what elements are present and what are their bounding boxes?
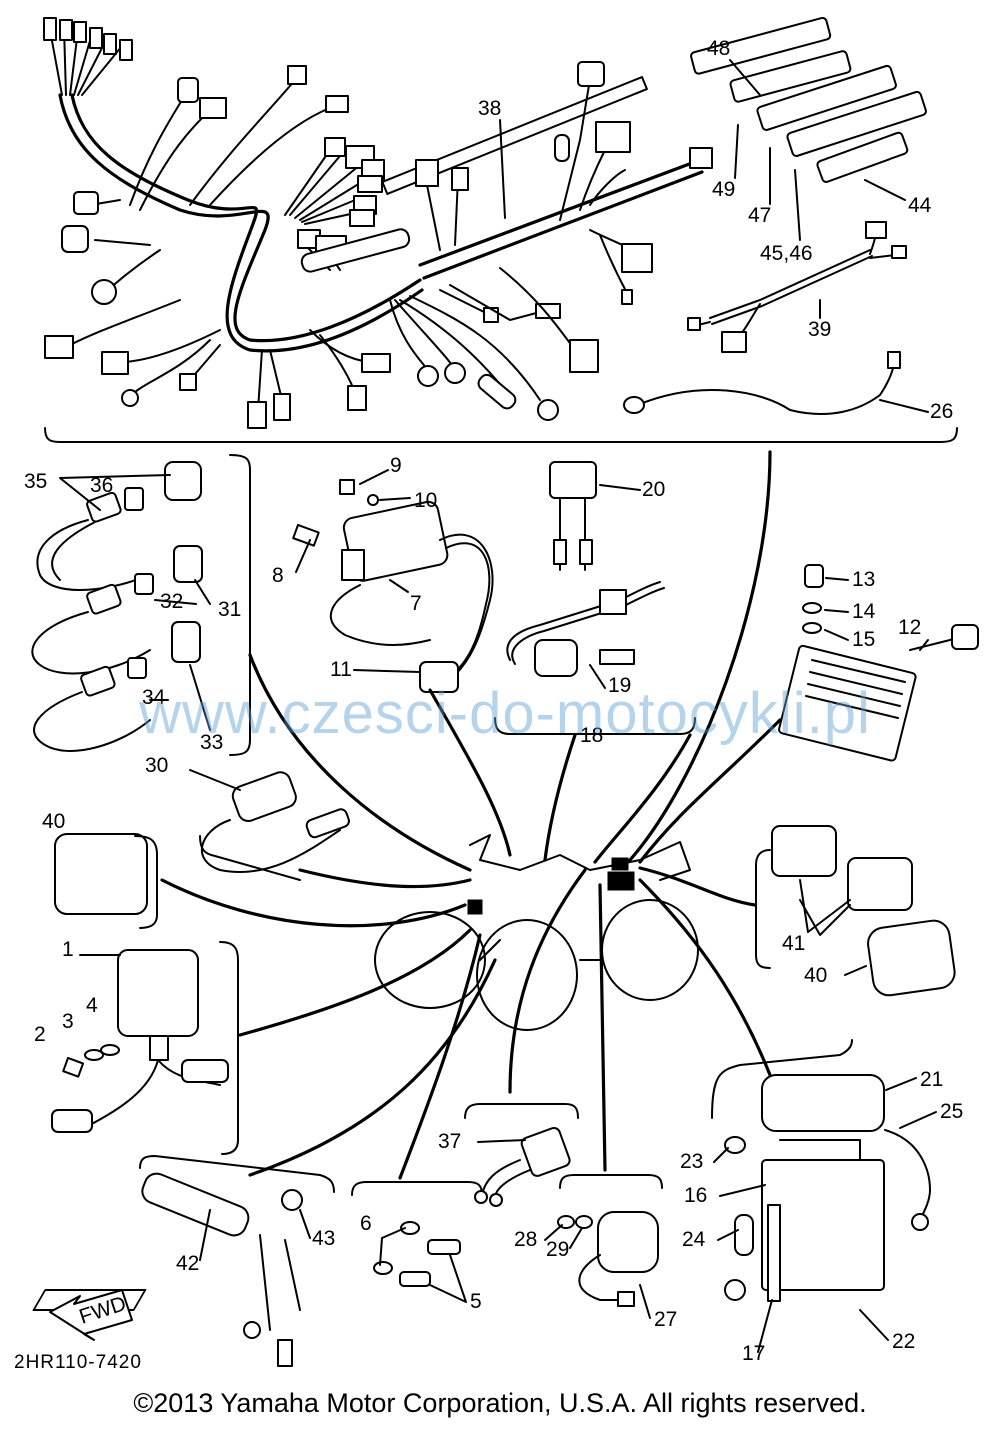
callout-14: 14 — [852, 600, 876, 623]
parts-42-43 — [139, 1155, 335, 1367]
callout-17: 17 — [742, 1342, 765, 1365]
parts-27-29 — [557, 1174, 663, 1307]
callout-22: 22 — [892, 1330, 915, 1353]
callout-6: 6 — [360, 1212, 372, 1235]
callout-49: 49 — [712, 178, 735, 201]
frame-outline — [374, 834, 699, 1031]
main-wire-harness — [43, 17, 713, 429]
callout-8: 8 — [272, 564, 284, 587]
callout-19: 19 — [608, 674, 631, 697]
callout-21: 21 — [920, 1068, 943, 1091]
callout-9: 9 — [390, 454, 402, 477]
rectifier-regulator-group — [778, 564, 979, 762]
callout-27: 27 — [654, 1308, 677, 1331]
callout-43: 43 — [312, 1227, 335, 1250]
callout-36: 36 — [90, 474, 113, 497]
callout-leaders — [59, 59, 937, 1353]
callout-31: 31 — [218, 598, 241, 621]
callout-40-right: 40 — [804, 964, 827, 987]
callout-29: 29 — [546, 1238, 569, 1261]
callout-39: 39 — [808, 318, 831, 341]
callout-33: 33 — [200, 731, 223, 754]
callout-11: 11 — [330, 658, 352, 681]
callout-labels: 48 38 49 47 44 45,46 39 26 35 36 9 10 20… — [24, 37, 963, 1365]
callout-24: 24 — [682, 1228, 706, 1251]
callout-28: 28 — [514, 1228, 537, 1251]
callout-37: 37 — [438, 1130, 461, 1153]
bolts-5-6 — [351, 1181, 483, 1287]
callout-40-left: 40 — [42, 810, 65, 833]
callout-35: 35 — [24, 470, 47, 493]
ignition-coil-group — [292, 479, 494, 693]
callout-47: 47 — [748, 204, 771, 227]
part-37-coupler — [464, 1103, 579, 1207]
callout-3: 3 — [62, 1010, 74, 1033]
callout-23: 23 — [680, 1150, 703, 1173]
callout-16: 16 — [684, 1184, 707, 1207]
callout-41: 41 — [782, 932, 805, 955]
callout-20: 20 — [642, 478, 665, 501]
drawing-code: 2HR110-7420 — [14, 1352, 142, 1373]
callout-15: 15 — [852, 628, 875, 651]
callout-18: 18 — [580, 724, 603, 747]
callout-5: 5 — [470, 1290, 482, 1313]
harness-bracket — [44, 427, 958, 443]
callout-2: 2 — [34, 1023, 46, 1046]
callout-25: 25 — [940, 1100, 963, 1123]
leader-lines — [160, 450, 782, 1180]
callout-34: 34 — [142, 686, 166, 709]
relay-group-18-20 — [494, 461, 696, 735]
battery-group — [32, 1039, 931, 1311]
cable-ties-group — [690, 16, 927, 183]
forward-arrow: FWD — [49, 1289, 133, 1341]
callout-1: 1 — [62, 938, 74, 961]
callout-12: 12 — [898, 616, 921, 639]
callout-48: 48 — [707, 37, 730, 60]
callout-26: 26 — [930, 400, 953, 423]
callout-44: 44 — [908, 194, 932, 217]
callout-10: 10 — [414, 489, 437, 512]
callout-38: 38 — [478, 97, 501, 120]
handlebar-switches-group — [31, 454, 251, 756]
couplers-41-40 — [755, 825, 956, 997]
sub-harness-39-26 — [623, 221, 907, 416]
callout-13: 13 — [852, 568, 875, 591]
part-30-switch — [199, 771, 350, 881]
part-40-cover-left — [54, 833, 148, 915]
callout-7: 7 — [410, 592, 422, 615]
cdi-unit-group — [51, 941, 239, 1155]
callout-4: 4 — [86, 994, 98, 1017]
callout-42: 42 — [176, 1252, 199, 1275]
callout-30: 30 — [145, 754, 168, 777]
copyright-notice: ©2013 Yamaha Motor Corporation, U.S.A. A… — [133, 1388, 867, 1418]
callout-45-46: 45,46 — [760, 242, 813, 265]
